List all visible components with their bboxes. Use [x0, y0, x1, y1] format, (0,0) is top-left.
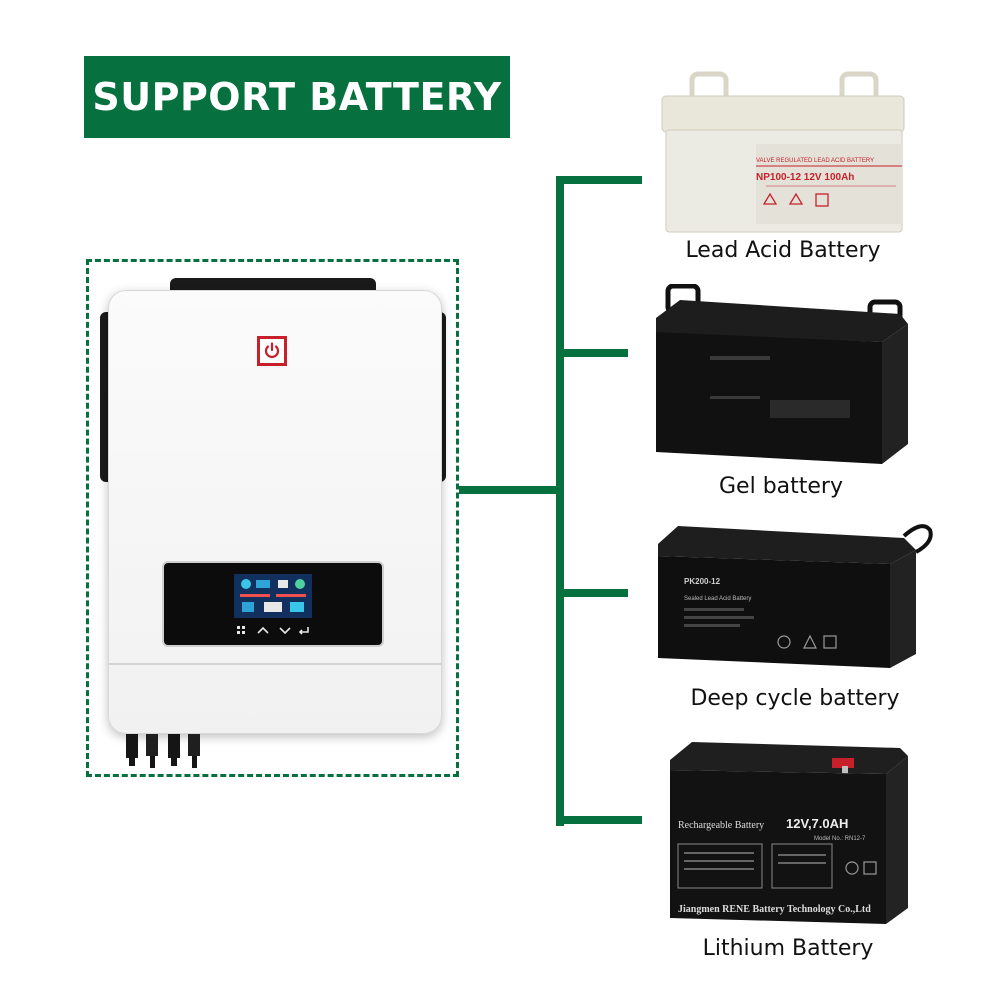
power-icon — [257, 336, 287, 366]
inverter-dashed-frame — [86, 259, 459, 777]
lithium-battery-image: Rechargeable Battery 12V,7.0AH Model No.… — [662, 740, 914, 926]
down-key-icon — [279, 627, 291, 635]
lead-acid-battery-image: VALVE REGULATED LEAD ACID BATTERY NP100-… — [656, 66, 910, 236]
enter-key-icon — [298, 627, 309, 635]
deep-cycle-case-text-2: Sealed Lead Acid Battery — [684, 596, 751, 602]
lead-acid-case-text-2: NP100-12 12V 100Ah — [756, 172, 854, 183]
inverter-seam — [108, 663, 442, 665]
branch-line-lead-acid — [556, 176, 642, 184]
menu-key-icon — [237, 626, 245, 634]
lithium-case-text-4: Jiangmen RENE Battery Technology Co.,Ltd — [678, 904, 871, 915]
inverter-lcd-screen — [234, 574, 312, 618]
deep-cycle-case-text-1: PK200-12 — [684, 577, 721, 586]
inverter-connectors — [124, 730, 214, 770]
inverter-connector-line — [459, 486, 556, 494]
battery-bus-line — [556, 176, 564, 826]
lithium-case-text-3: Model No.: RN12-7 — [814, 836, 866, 842]
lead-acid-battery-label: Lead Acid Battery — [685, 238, 881, 263]
lead-acid-case-text-1: VALVE REGULATED LEAD ACID BATTERY — [756, 158, 874, 164]
up-key-icon — [257, 626, 269, 634]
lithium-case-text-1: Rechargeable Battery — [678, 820, 764, 831]
branch-line-gel — [556, 349, 628, 357]
inverter-keypad — [234, 624, 314, 638]
banner-title: SUPPORT BATTERY — [92, 75, 502, 119]
gel-battery-label: Gel battery — [719, 474, 843, 499]
branch-line-lithium — [556, 816, 642, 824]
lithium-case-text-2: 12V,7.0AH — [786, 816, 848, 831]
gel-battery-image — [650, 283, 912, 466]
deep-cycle-battery-label: Deep cycle battery — [690, 686, 900, 711]
lithium-battery-label: Lithium Battery — [702, 936, 874, 961]
support-battery-banner: SUPPORT BATTERY — [84, 56, 510, 138]
branch-line-deep-cycle — [556, 589, 628, 597]
deep-cycle-battery-image: PK200-12 Sealed Lead Acid Battery — [654, 516, 936, 670]
